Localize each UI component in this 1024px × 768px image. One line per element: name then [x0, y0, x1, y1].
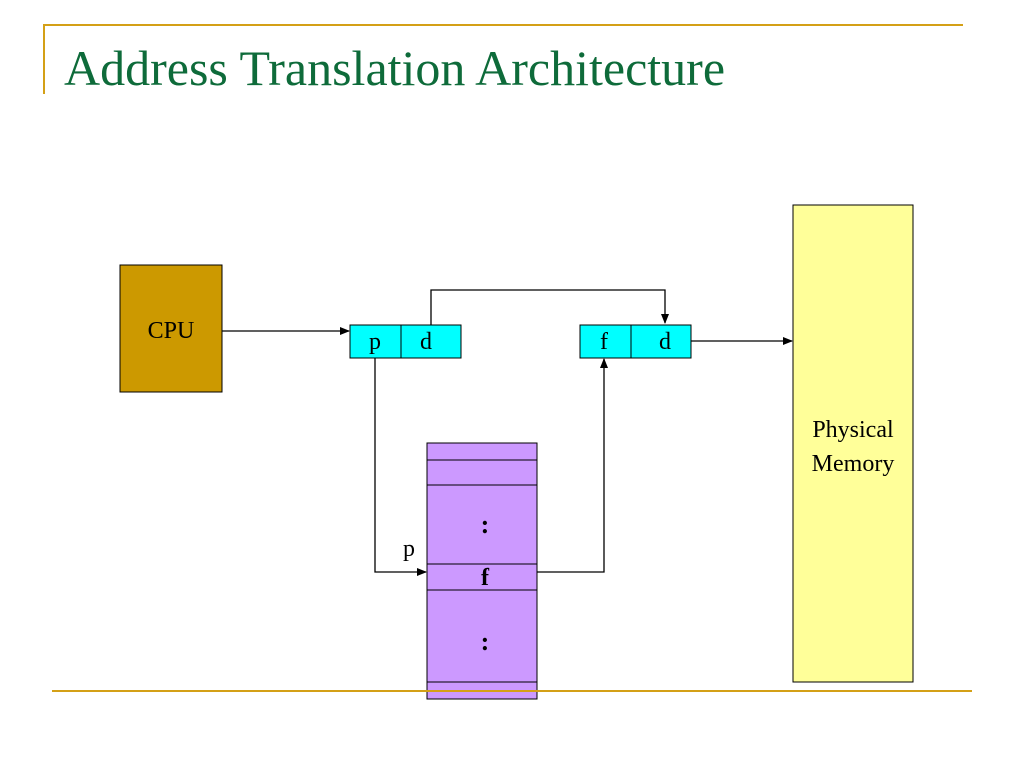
- physical-address: f d: [579, 324, 692, 359]
- physical-memory: Physical Memory: [792, 204, 914, 683]
- bottom-rule: [52, 690, 972, 692]
- slide-title: Address Translation Architecture: [64, 40, 726, 96]
- page-table-dots-bottom: :: [481, 627, 490, 656]
- title-frame-left: [43, 24, 45, 94]
- logical-offset-label: d: [420, 329, 432, 355]
- page-lookup-arrow: [374, 358, 427, 576]
- page-table: : f :: [426, 442, 538, 700]
- logical-page-cell: [349, 324, 402, 359]
- cpu-box: CPU: [119, 264, 223, 393]
- page-index-label: p: [403, 536, 415, 562]
- physical-memory-line1: Physical: [812, 417, 894, 443]
- physical-memory-line2: Memory: [812, 451, 895, 477]
- physical-frame-label: f: [600, 329, 608, 355]
- frame-result-arrow: [537, 358, 608, 573]
- offset-copy-arrow: [430, 289, 669, 325]
- physical-offset-label: d: [659, 329, 671, 355]
- page-table-dots-top: :: [481, 510, 490, 539]
- logical-offset-cell: [400, 324, 462, 359]
- page-table-frame-entry: f: [481, 565, 490, 591]
- title-frame-top: [43, 24, 963, 26]
- logical-address: p d: [349, 324, 462, 359]
- logical-page-label: p: [369, 329, 381, 355]
- cpu-label: CPU: [148, 318, 195, 344]
